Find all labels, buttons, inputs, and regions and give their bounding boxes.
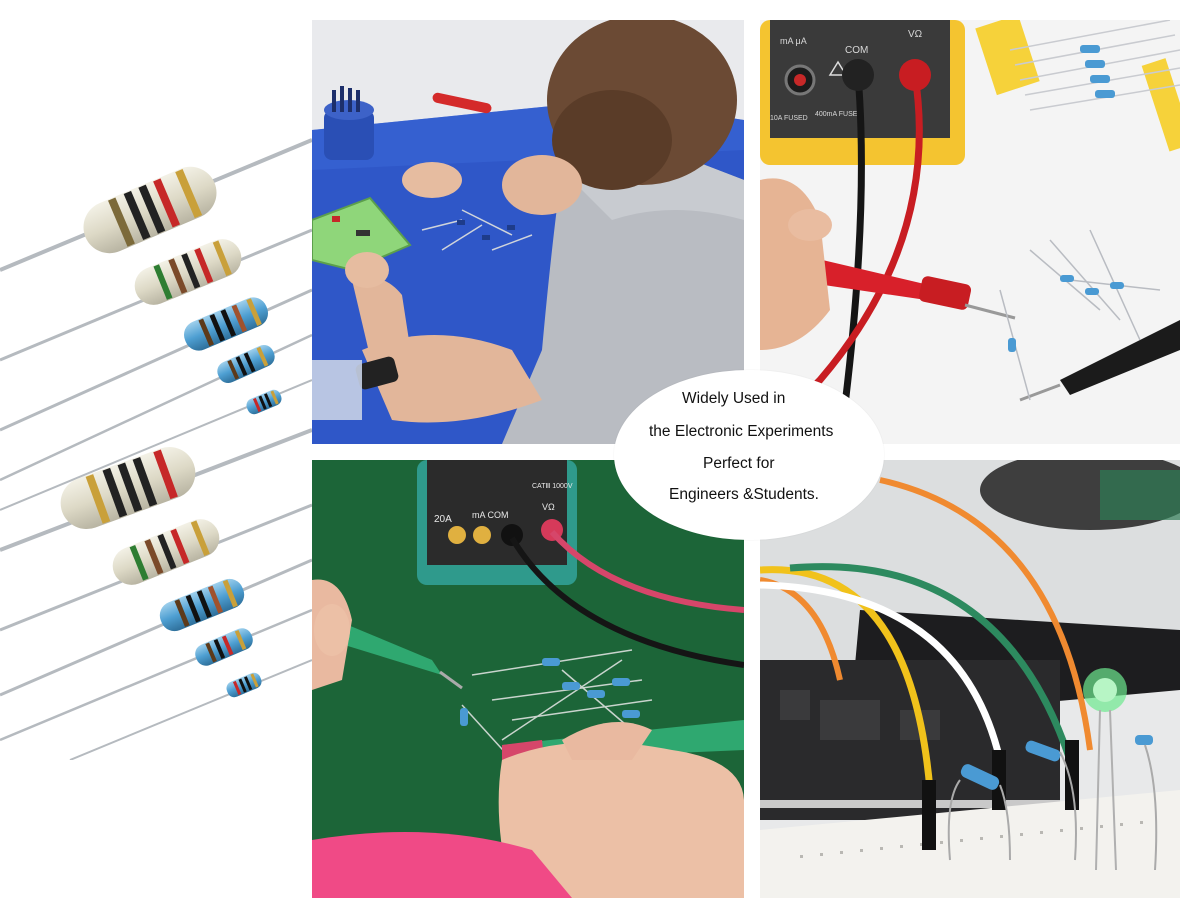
black-probe bbox=[1019, 320, 1180, 402]
ma-com-label: mA COM bbox=[472, 510, 509, 520]
resistor-blue-3 bbox=[0, 379, 312, 511]
current-label: mA μA bbox=[780, 36, 807, 46]
caption-line-experiments: the Electronic Experiments bbox=[649, 423, 834, 440]
com-label: COM bbox=[845, 45, 868, 56]
caption-line-widely-used: Widely Used in bbox=[682, 390, 786, 407]
multimeter-red-scene: COM VΩ mA μA 10A FUSED 400mA FUSED bbox=[760, 20, 1180, 444]
resistor-large-2 bbox=[0, 428, 312, 552]
breadboard-scene bbox=[760, 460, 1180, 898]
resistor-medium-1 bbox=[0, 228, 312, 362]
breadboard-photo bbox=[760, 460, 1180, 898]
resistor-blue-1 bbox=[0, 288, 312, 432]
teal-multimeter: 20A mA COM VΩ CATⅢ 1000V bbox=[417, 460, 577, 585]
caption-line-perfect-for: Perfect for bbox=[703, 455, 775, 472]
resistor-blue-4 bbox=[0, 558, 312, 697]
cat-label: CATⅢ 1000V bbox=[532, 483, 573, 490]
soldering-scene bbox=[312, 20, 744, 444]
resistor-large-1 bbox=[0, 138, 312, 272]
resistor-tape bbox=[975, 20, 1180, 152]
breadboard-resistors bbox=[947, 735, 1158, 871]
fuse-10a-label: 10A FUSED bbox=[770, 115, 808, 122]
20a-label: 20A bbox=[434, 514, 452, 525]
microcontroller-board bbox=[760, 660, 1060, 820]
multimeter-red-probe-photo: COM VΩ mA μA 10A FUSED 400mA FUSED bbox=[760, 20, 1180, 444]
volt-label: VΩ bbox=[908, 29, 923, 40]
red-probe bbox=[780, 250, 1016, 320]
fuse-400ma-label: 400mA FUSED bbox=[815, 111, 862, 118]
warning-icon bbox=[828, 60, 848, 76]
resistor-column-image bbox=[0, 120, 312, 760]
caption-bubble bbox=[614, 370, 884, 540]
resistor-blue-2 bbox=[0, 333, 312, 482]
multimeter-green-probe-photo: 20A mA COM VΩ CATⅢ 1000V bbox=[312, 460, 744, 898]
resistor-blue-5 bbox=[0, 608, 312, 742]
volt-label-green: VΩ bbox=[542, 502, 555, 512]
solder-stand-icon bbox=[324, 86, 374, 160]
multimeter-green-scene: 20A mA COM VΩ CATⅢ 1000V bbox=[312, 460, 744, 898]
resistor-medium-2 bbox=[0, 503, 312, 632]
resistor-blue-6 bbox=[69, 659, 312, 760]
resistor-column-svg bbox=[0, 138, 312, 760]
soldering-photo bbox=[312, 20, 744, 444]
caption-line-engineers-students: Engineers &Students. bbox=[669, 486, 819, 503]
